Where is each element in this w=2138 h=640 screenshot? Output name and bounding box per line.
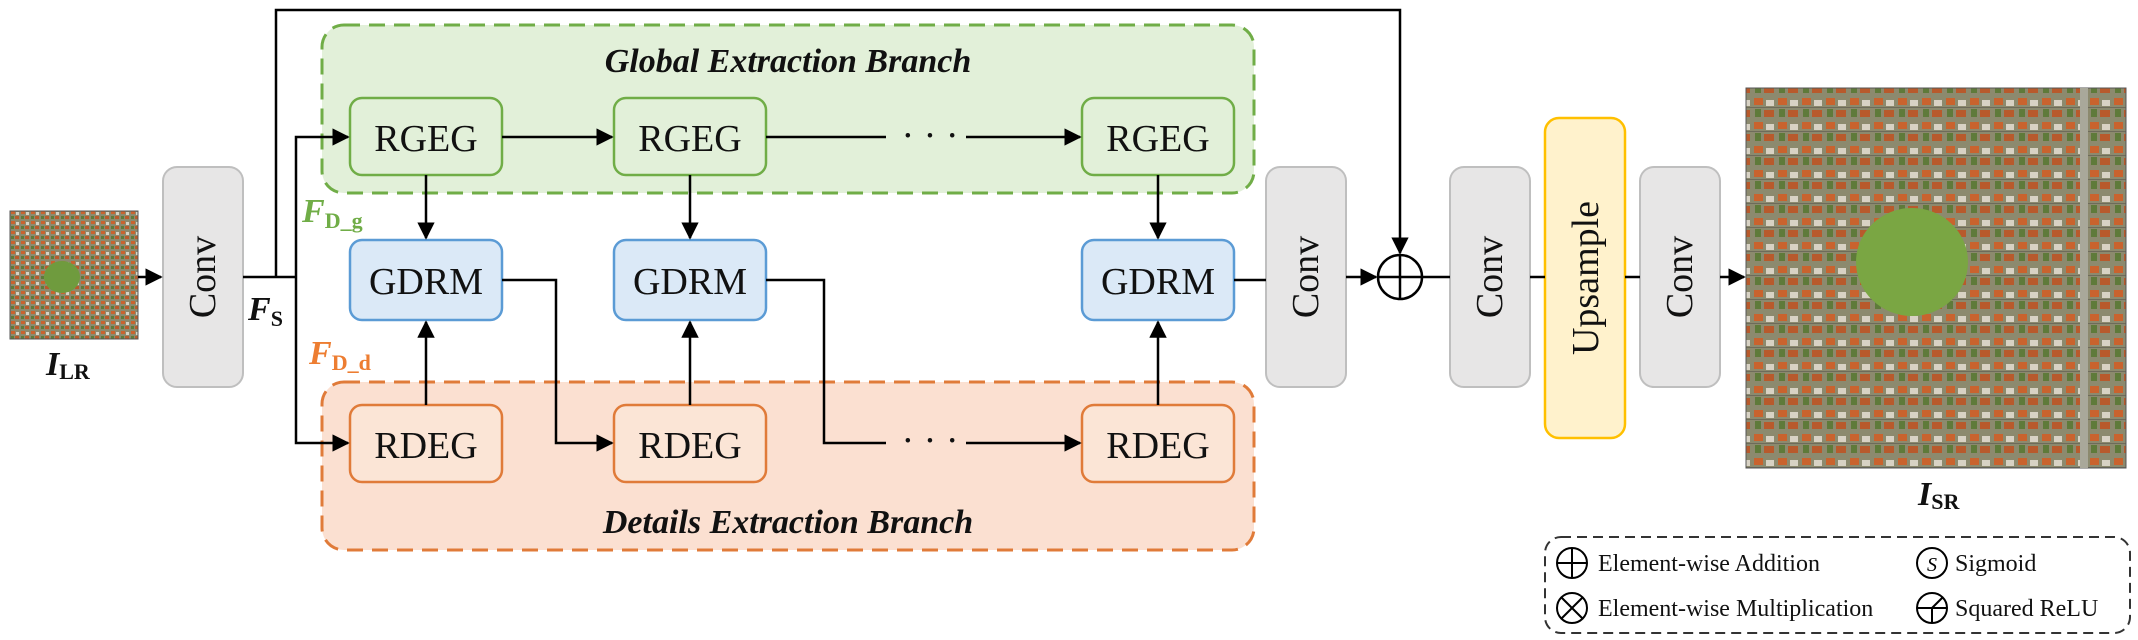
rgeg-block-n-label: RGEG <box>1106 118 1209 160</box>
f-s-label: FS <box>247 291 283 331</box>
arrow-split-to-rgeg1 <box>294 128 350 277</box>
rdeg-block-2-label: RDEG <box>638 425 741 467</box>
skip-connection <box>274 8 1409 277</box>
global-branch-title: Global Extraction Branch <box>605 43 972 80</box>
i-sr-label: ISR <box>1917 476 1960 514</box>
input-lr-field <box>44 261 80 293</box>
line-gdrm2-to-ellipsis <box>766 278 886 445</box>
rdeg-block-n-label: RDEG <box>1106 425 1209 467</box>
legend-box <box>1544 536 2131 634</box>
f-d-g-label: FD_g <box>301 193 363 233</box>
rgeg-ellipsis: · · · <box>902 115 959 157</box>
arrow-gdrm1-to-rdeg2 <box>502 278 614 452</box>
legend-sigmoid-icon <box>1916 547 1948 579</box>
arrow-split-to-rdeg1 <box>294 277 350 452</box>
conv-block-4-label: Conv <box>1659 236 1701 318</box>
rgeg-block-1-label: RGEG <box>374 118 477 160</box>
legend-multiplication-icon-b <box>1561 597 1583 619</box>
conv-block-1-label: Conv <box>182 236 224 318</box>
legend-addition-label: Element-wise Addition <box>1598 551 1820 577</box>
upsample-block-label: Upsample <box>1565 201 1607 355</box>
legend-sigmoid-symbol: S <box>1927 554 1937 576</box>
output-sr-field <box>1856 208 1968 316</box>
output-sr-road <box>2080 88 2088 468</box>
rgeg-block-2-label: RGEG <box>638 118 741 160</box>
rdeg-block-1-label: RDEG <box>374 425 477 467</box>
gdrm-block-n-label: GDRM <box>1101 261 1215 303</box>
details-branch-title: Details Extraction Branch <box>602 504 973 541</box>
legend-multiplication-label: Element-wise Multiplication <box>1598 596 1873 622</box>
legend-sigmoid-label: Sigmoid <box>1955 551 2036 577</box>
legend-squared-relu-label: Squared ReLU <box>1955 596 2098 622</box>
gdrm-block-2-label: GDRM <box>633 261 747 303</box>
rdeg-ellipsis: · · · <box>902 420 959 462</box>
connectors <box>138 8 1746 452</box>
f-d-d-label: FD_d <box>308 335 371 375</box>
global-extraction-branch <box>320 23 1256 195</box>
conv-block-2-label: Conv <box>1285 236 1327 318</box>
i-lr-label: ILR <box>45 346 91 384</box>
gdrm-block-1-label: GDRM <box>369 261 483 303</box>
legend-squared-relu-icon-diag <box>1931 596 1944 609</box>
conv-block-3-label: Conv <box>1469 236 1511 318</box>
